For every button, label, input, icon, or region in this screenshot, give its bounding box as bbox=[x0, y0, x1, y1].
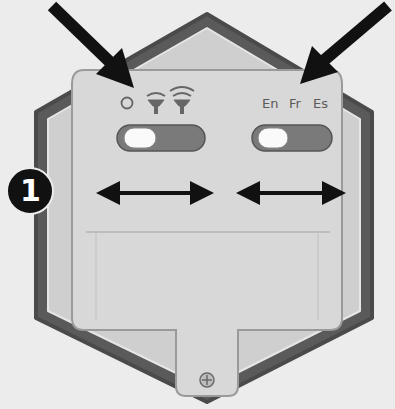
panel-seam bbox=[318, 232, 319, 320]
mode-switch-knob bbox=[124, 128, 156, 148]
pointer-arrowhead bbox=[96, 48, 134, 88]
pointer-arrowhead bbox=[300, 46, 338, 84]
light-strong-icon bbox=[170, 87, 194, 114]
hexagon-housing bbox=[36, 14, 372, 402]
language-label: En bbox=[262, 97, 278, 110]
pointer-arrow bbox=[52, 6, 114, 66]
slide-arrow bbox=[108, 191, 202, 195]
callout-number: 1 bbox=[20, 176, 41, 206]
screw bbox=[200, 373, 214, 387]
battery-cover-panel bbox=[72, 70, 342, 396]
language-switch-slot bbox=[252, 125, 332, 151]
language-label: Es bbox=[313, 97, 328, 110]
step-badge bbox=[7, 168, 53, 214]
panel-seam bbox=[86, 231, 330, 233]
language-label: Fr bbox=[289, 97, 301, 110]
slide-arrow bbox=[248, 191, 334, 195]
panel-seam bbox=[96, 232, 97, 320]
off-icon bbox=[122, 98, 133, 109]
screw-slot bbox=[206, 375, 208, 385]
pointer-arrow bbox=[322, 6, 388, 62]
mode-switch-slot bbox=[117, 125, 205, 151]
language-switch-knob bbox=[258, 128, 288, 148]
light-icon bbox=[147, 93, 165, 114]
